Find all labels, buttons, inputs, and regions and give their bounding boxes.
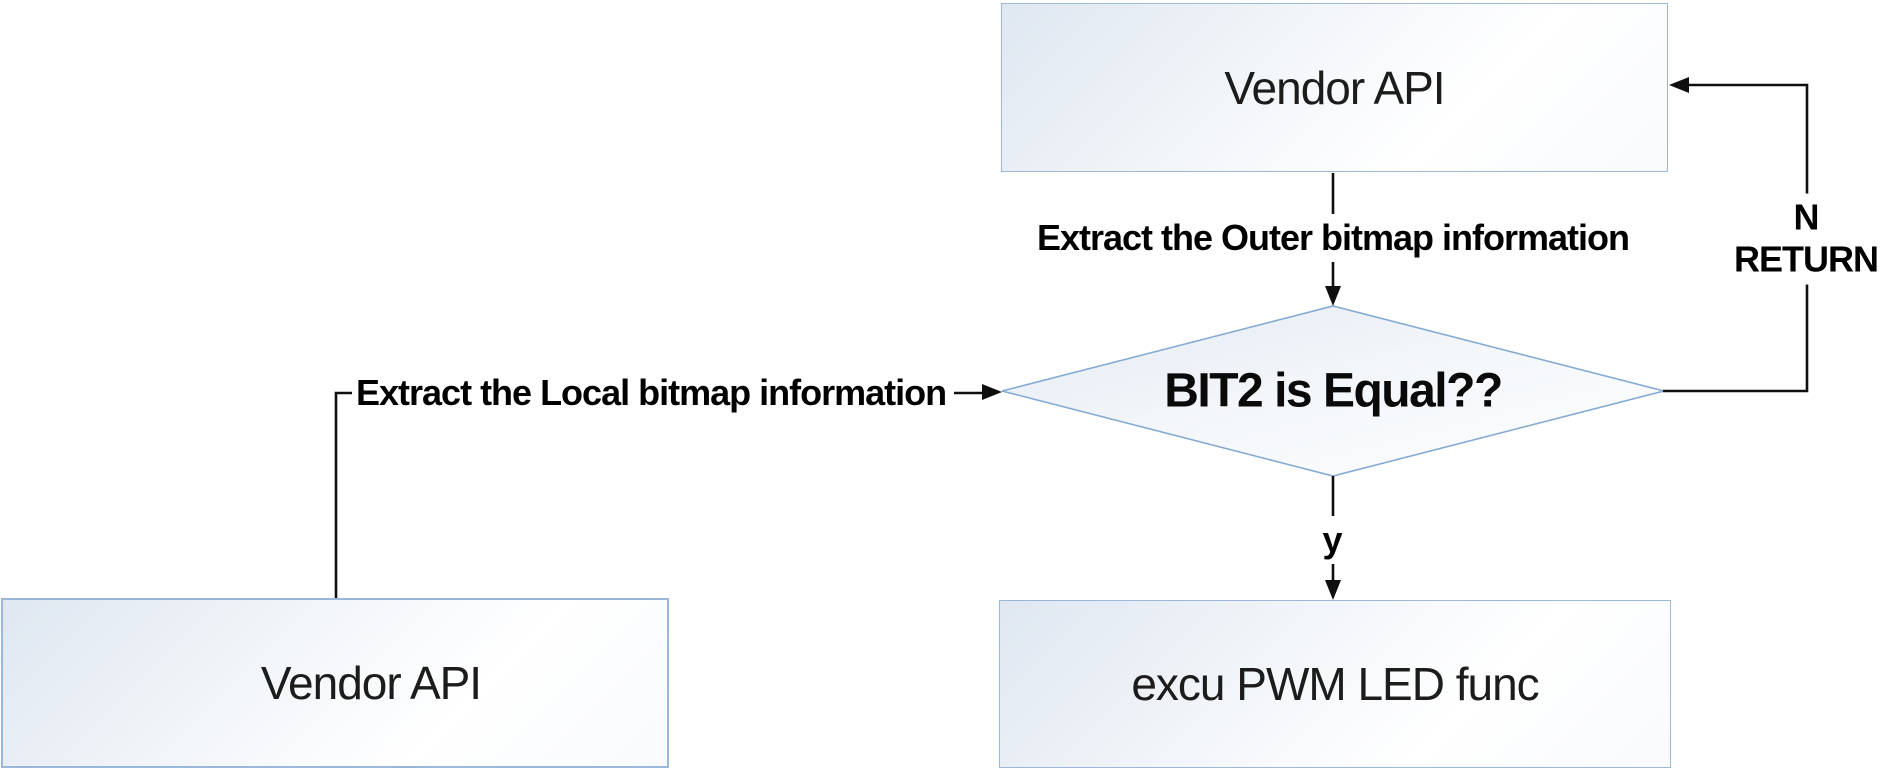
node-vendor-api-left: Vendor API	[1, 598, 669, 768]
arrowhead-right-icon	[982, 384, 1002, 400]
edge-label-no-line2: RETURN	[1734, 239, 1879, 280]
node-excu-pwm-led-func-label: excu PWM LED func	[1131, 658, 1539, 710]
arrowhead-left-icon	[1669, 77, 1689, 93]
edge-label-no-line1: N	[1793, 196, 1820, 238]
node-vendor-api-top: Vendor API	[1001, 3, 1668, 172]
edge-label-outer-bitmap: Extract the Outer bitmap information	[1028, 214, 1638, 262]
arrowhead-down-icon	[1325, 580, 1341, 600]
connector-left-to-decision	[334, 391, 984, 598]
arrowhead-down-icon	[1325, 286, 1341, 306]
node-vendor-api-left-label: Vendor API	[260, 657, 482, 709]
node-excu-pwm-led-func: excu PWM LED func	[999, 600, 1671, 768]
edge-label-yes-branch: y	[1314, 516, 1350, 564]
node-vendor-api-top-label: Vendor API	[1224, 61, 1445, 114]
edge-label-no-return-branch: N RETURN	[1726, 193, 1886, 285]
decision-diamond-label: BIT2 is Equal??	[1164, 364, 1503, 418]
edge-label-local-bitmap: Extract the Local bitmap information	[352, 369, 955, 417]
